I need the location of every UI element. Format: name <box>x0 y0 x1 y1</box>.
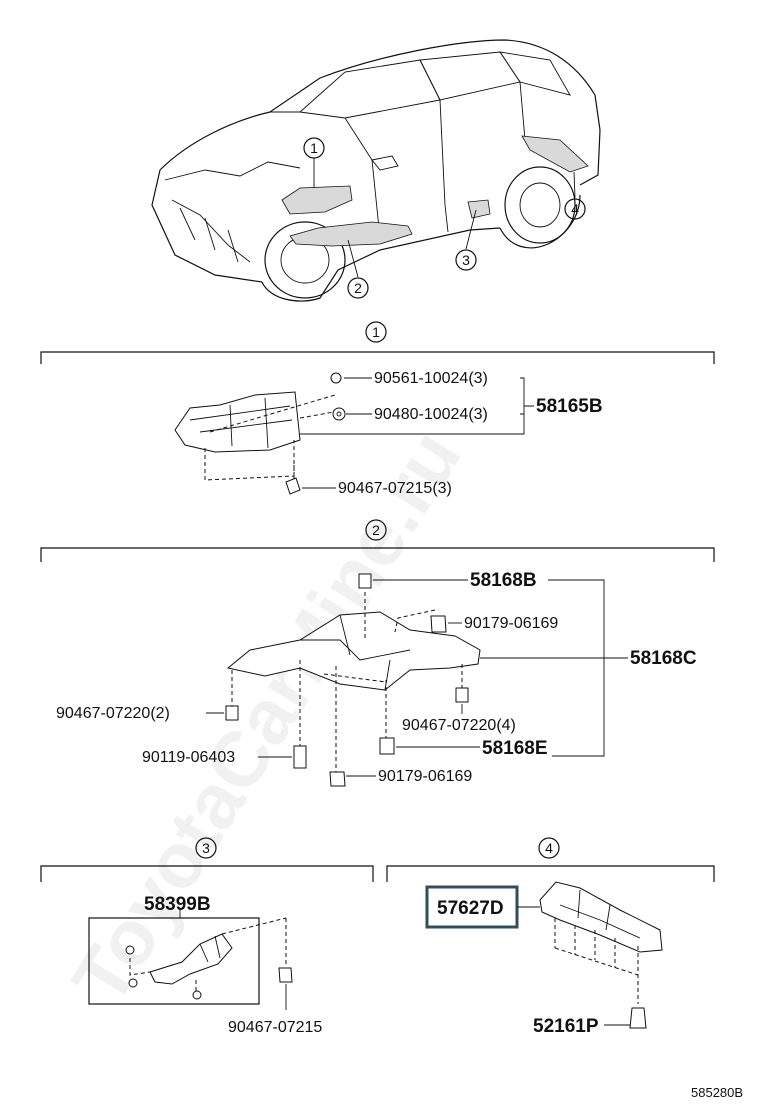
svg-text:2: 2 <box>354 280 362 296</box>
part-number-90467-07220-4: 90467-07220(4) <box>402 717 516 734</box>
fastener-90467-icon <box>285 465 301 495</box>
fastener-58168e-icon <box>379 737 395 755</box>
overview-callout-3: 3 <box>455 249 477 271</box>
part-number-57627d[interactable]: 57627D <box>437 898 504 919</box>
fastener-90467-07215-icon <box>278 918 293 1010</box>
svg-text:2: 2 <box>372 522 380 538</box>
part-number-90467-07220-2: 90467-07220(2) <box>56 705 170 722</box>
part-58165b-drawing <box>174 391 336 481</box>
svg-text:4: 4 <box>571 201 579 217</box>
car-overview-illustration <box>151 39 601 302</box>
part-number-90467-07215-3: 90467-07215(3) <box>338 480 452 497</box>
fastener-90179-upper-icon <box>430 615 447 633</box>
part-number-58399b: 58399B <box>144 894 211 915</box>
assembly-58399b-box <box>88 917 260 1005</box>
overview-callout-4: 4 <box>564 198 586 220</box>
svg-text:3: 3 <box>202 840 210 856</box>
section-2-callout <box>365 519 387 541</box>
svg-text:4: 4 <box>545 840 553 856</box>
fastener-58168b-icon <box>358 573 372 589</box>
part-number-90467-07215: 90467-07215 <box>228 1019 322 1036</box>
fastener-90467-07220-4-icon <box>455 687 469 703</box>
fastener-90179-lower-icon <box>329 771 346 787</box>
section-1: 1 90561-10024(3) 90480-10024(3) 5816 <box>40 321 715 497</box>
part-number-58168b: 58168B <box>470 570 537 591</box>
part-number-58165b: 58165B <box>536 396 603 417</box>
part-number-90179-06169-upper: 90179-06169 <box>464 615 558 632</box>
section-3-callout <box>195 837 217 859</box>
section-1-callout <box>365 321 387 343</box>
part-58168c-drawing <box>226 592 481 775</box>
svg-text:1: 1 <box>310 140 318 156</box>
section-4: 4 57627D 52161P <box>386 837 715 1037</box>
fastener-90561-icon <box>330 372 342 384</box>
part-58399b-drawing <box>125 917 287 1000</box>
part-number-90119-06403: 90119-06403 <box>142 749 235 766</box>
clip-52161p-icon <box>629 1007 647 1029</box>
section-3: 3 58399B 90467-07215 <box>40 837 374 1036</box>
section-2: 2 <box>40 519 715 787</box>
part-number-58168c: 58168C <box>630 648 697 669</box>
part-number-90179-06169-lower: 90179-06169 <box>378 768 472 785</box>
part-number-90480-10024: 90480-10024(3) <box>374 406 488 423</box>
fastener-90467-07220-2-icon <box>225 705 239 721</box>
svg-text:3: 3 <box>462 252 470 268</box>
fastener-90480-icon <box>332 407 346 421</box>
part-number-52161p: 52161P <box>533 1016 599 1037</box>
svg-text:1: 1 <box>372 324 380 340</box>
part-number-90561-10024: 90561-10024(3) <box>374 370 488 387</box>
part-number-58168e: 58168E <box>482 738 548 759</box>
bolt-90119-icon <box>293 745 307 769</box>
part-57627d-drawing <box>539 881 663 1004</box>
section-4-callout <box>538 837 560 859</box>
diagram-code: 585280B <box>691 1085 743 1100</box>
overview-callout-2: 2 <box>347 277 369 299</box>
overview-callout-1: 1 <box>303 137 325 159</box>
